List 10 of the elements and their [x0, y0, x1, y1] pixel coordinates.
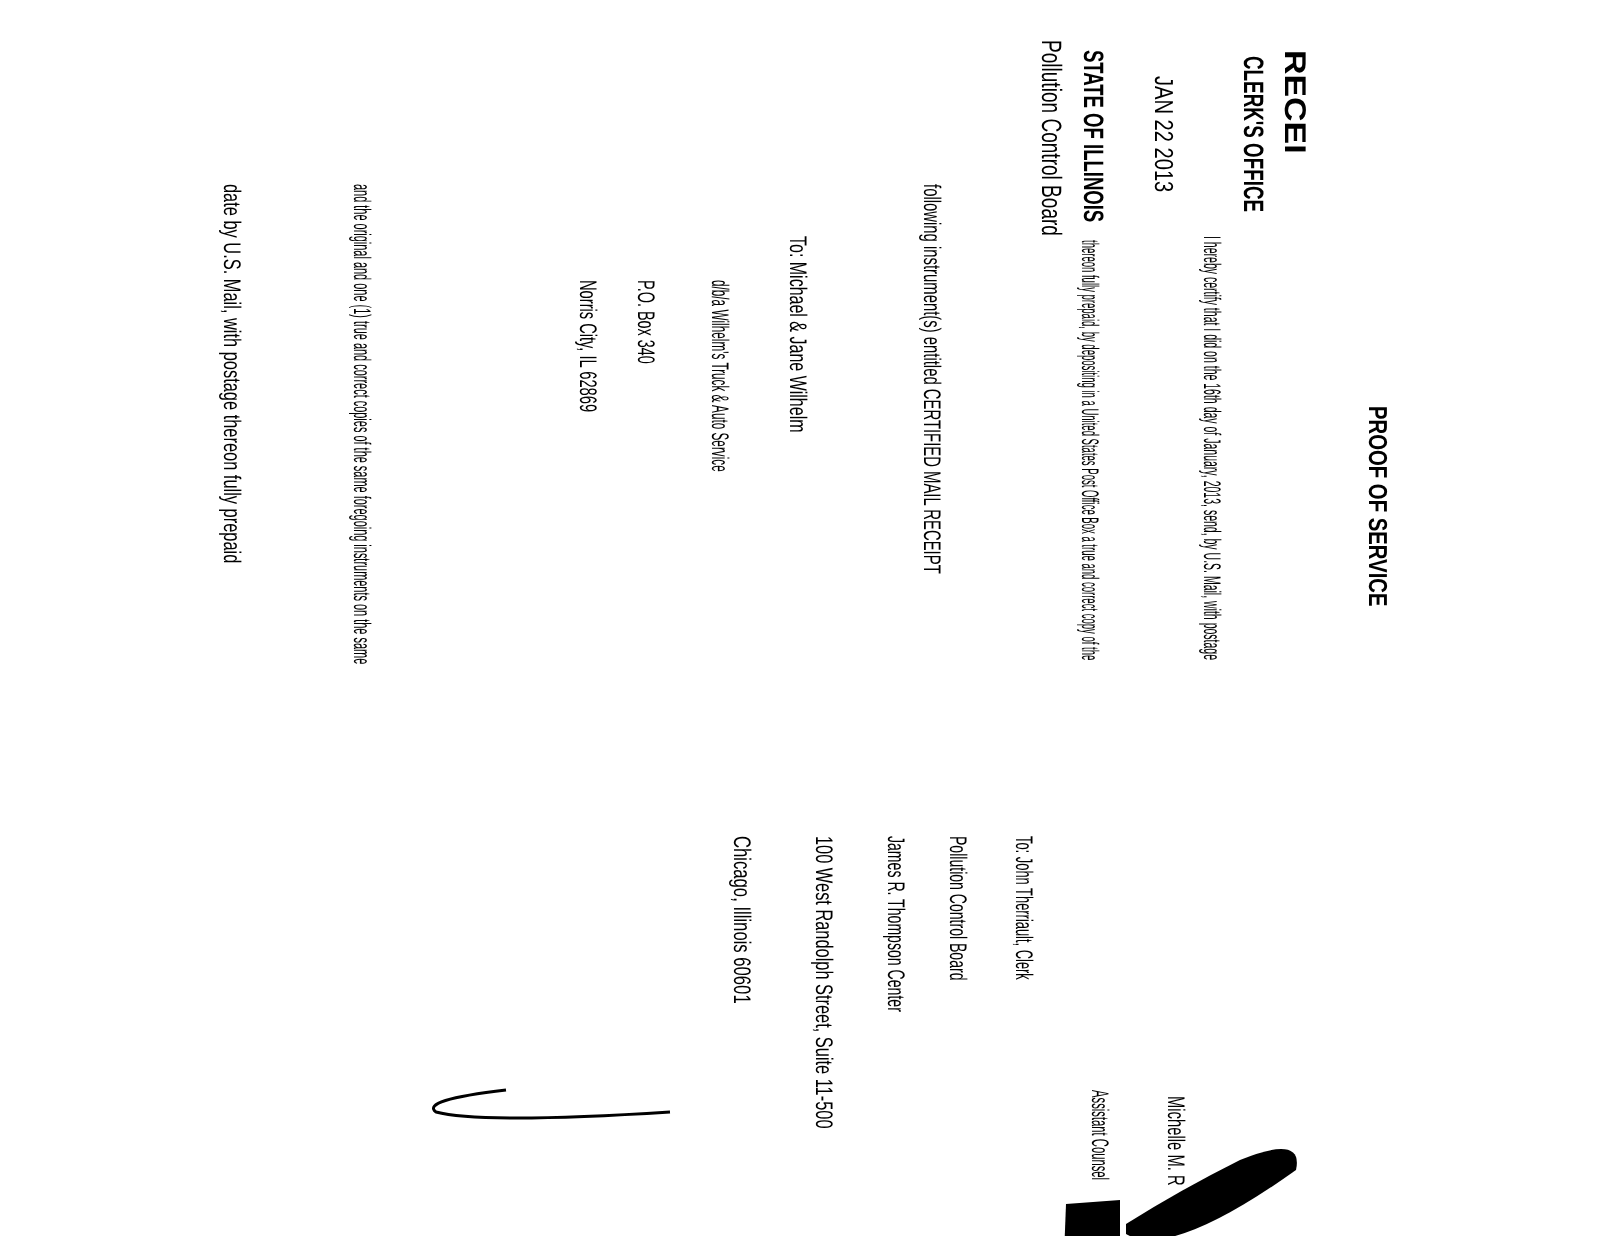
certification-text: date by U.S. Mail, with postage thereon fully prepaid: [220, 184, 244, 564]
board-heading: Pollution Control Board: [1038, 40, 1066, 236]
stamp-text: CLERK'S OFFICE: [1240, 56, 1268, 213]
recipient-address: Chicago, Illinois 60601: [730, 836, 754, 1004]
board-heading: STATE OF ILLINOIS: [1080, 50, 1108, 223]
recipient-address: To: Michael & Jane Wilhelm: [786, 236, 810, 433]
stamp-text: RECEI: [1279, 50, 1309, 154]
recipient-address: 100 West Randolph Street, Suite 11-500: [812, 836, 836, 1129]
document-title: PROOF OF SERVICE: [1365, 406, 1391, 607]
stamp-date: JAN 22 2013: [1151, 76, 1177, 193]
